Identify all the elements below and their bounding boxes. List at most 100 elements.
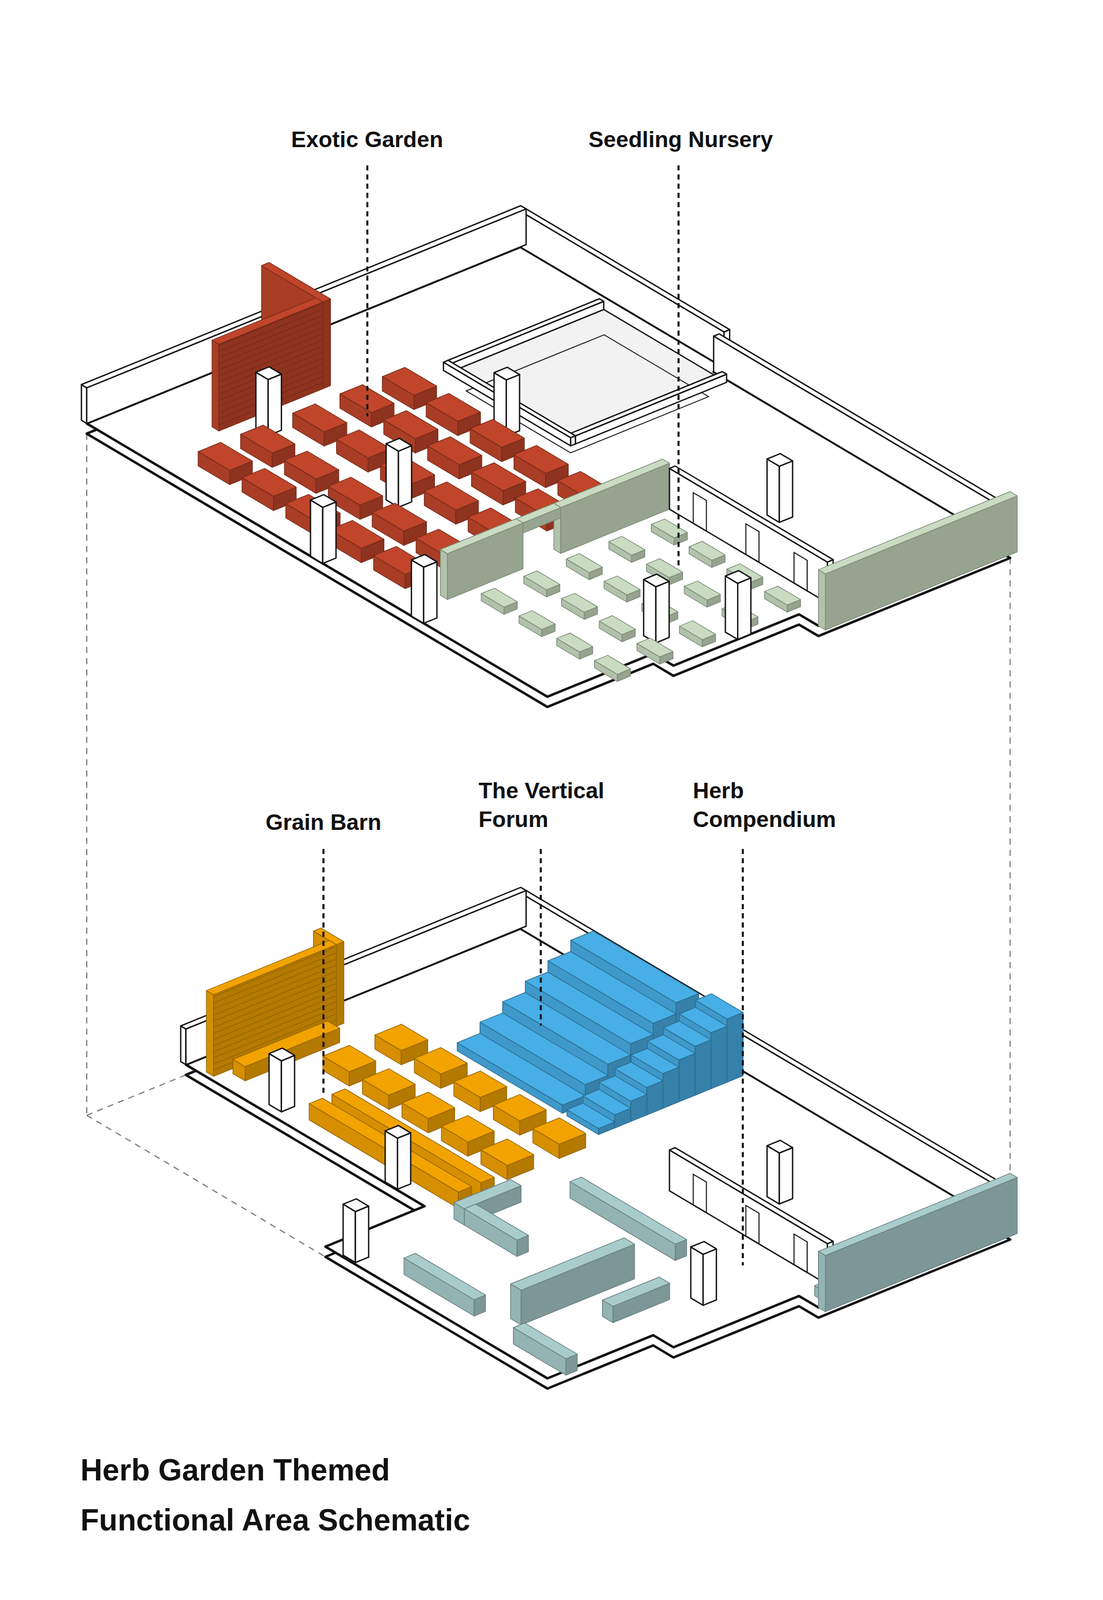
- feature-wall: [206, 989, 214, 1076]
- wall-block: [669, 1147, 833, 1244]
- planter-box: [764, 585, 801, 605]
- planter-box: [241, 468, 296, 497]
- leader-line: [677, 165, 680, 567]
- area-label: Grain Barn: [265, 807, 382, 837]
- floor-plans: [81, 205, 1018, 1388]
- planter-box: [336, 429, 391, 458]
- column: [355, 1205, 369, 1263]
- column: [690, 1246, 703, 1306]
- planter-box: [566, 553, 603, 573]
- feature-wall: [322, 298, 331, 389]
- planter-box: [427, 436, 482, 465]
- planter-box: [372, 503, 427, 532]
- column: [779, 460, 793, 523]
- wall-block: [520, 211, 725, 368]
- wall-texture: [213, 958, 337, 1009]
- wall-texture: [213, 970, 337, 1021]
- column: [423, 561, 437, 624]
- wall-block: [669, 465, 833, 562]
- door-opening: [745, 1205, 759, 1244]
- feature-wall: [440, 518, 524, 554]
- column: [737, 577, 751, 639]
- wall-block: [575, 373, 727, 444]
- lower-floor: [180, 886, 1018, 1388]
- column: [766, 453, 793, 466]
- door-opening: [793, 1233, 808, 1272]
- wall-block: [452, 301, 604, 371]
- upper-floor: [81, 205, 1018, 707]
- column: [766, 1139, 793, 1153]
- planter-box: [240, 425, 295, 454]
- planter-box: [480, 1138, 534, 1166]
- planter-box: [569, 1176, 687, 1244]
- column: [322, 501, 337, 563]
- planter-box: [284, 450, 339, 480]
- wall-texture: [218, 327, 323, 370]
- wall-block: [180, 1025, 187, 1064]
- leader-line: [366, 165, 369, 417]
- planter-box: [424, 481, 479, 511]
- planter-box: [510, 1237, 635, 1290]
- column: [766, 1145, 779, 1204]
- door-opening: [693, 492, 707, 531]
- planter-box: [441, 1115, 495, 1142]
- planter-box: [523, 570, 561, 590]
- floor-slab: [86, 247, 1010, 697]
- planter-box: [329, 520, 384, 549]
- projection-line: [1009, 557, 1011, 1172]
- wall-block: [448, 298, 604, 364]
- wall-block: [571, 371, 727, 437]
- column: [411, 559, 424, 623]
- planter-box: [637, 637, 674, 657]
- feature-wall: [825, 1177, 1018, 1311]
- leader-line: [741, 848, 744, 1265]
- wall-texture: [218, 309, 323, 352]
- column: [494, 367, 520, 380]
- stair-step: [567, 1103, 615, 1129]
- door-opening: [793, 552, 808, 591]
- column: [643, 579, 656, 643]
- planter-box: [469, 419, 524, 448]
- feature-wall: [818, 1250, 826, 1311]
- wall-texture: [213, 964, 337, 1015]
- planter-box: [309, 1103, 459, 1208]
- planter-box: [518, 610, 555, 630]
- planter-box: [556, 632, 593, 652]
- column: [779, 1147, 793, 1204]
- feature-wall: [206, 939, 337, 994]
- wall-block: [520, 208, 730, 332]
- column: [310, 499, 323, 563]
- planter-box: [309, 1097, 472, 1192]
- feature-wall: [515, 503, 561, 523]
- leader-line: [540, 848, 543, 1025]
- area-label: Seedling Nursery: [588, 125, 774, 154]
- planter-box: [453, 1070, 507, 1098]
- door-opening: [745, 523, 759, 563]
- column: [268, 373, 282, 436]
- column: [725, 570, 751, 584]
- leader-lines: [323, 165, 743, 1266]
- wall-texture: [213, 946, 337, 997]
- column: [766, 459, 779, 523]
- column: [268, 1053, 281, 1112]
- feature-wall: [818, 1172, 1018, 1255]
- planter-box: [464, 1203, 528, 1240]
- feature-wall: [818, 491, 1018, 574]
- planter-box: [414, 1047, 468, 1074]
- planter-box: [481, 588, 518, 608]
- area-label: Exotic Garden: [291, 125, 443, 154]
- planter-box: [382, 367, 437, 396]
- planter-box: [402, 1091, 455, 1118]
- door-opening: [693, 1173, 707, 1213]
- column: [384, 1124, 411, 1138]
- feature-wall: [211, 297, 323, 345]
- planter-box: [471, 462, 526, 491]
- column: [703, 1248, 717, 1305]
- planter-box: [375, 1023, 428, 1051]
- planter-box: [594, 654, 631, 674]
- stair-step: [679, 1053, 696, 1102]
- stair-step: [726, 1012, 743, 1082]
- projection-line: [86, 1074, 187, 1115]
- wall-texture: [218, 315, 323, 358]
- column: [398, 445, 412, 508]
